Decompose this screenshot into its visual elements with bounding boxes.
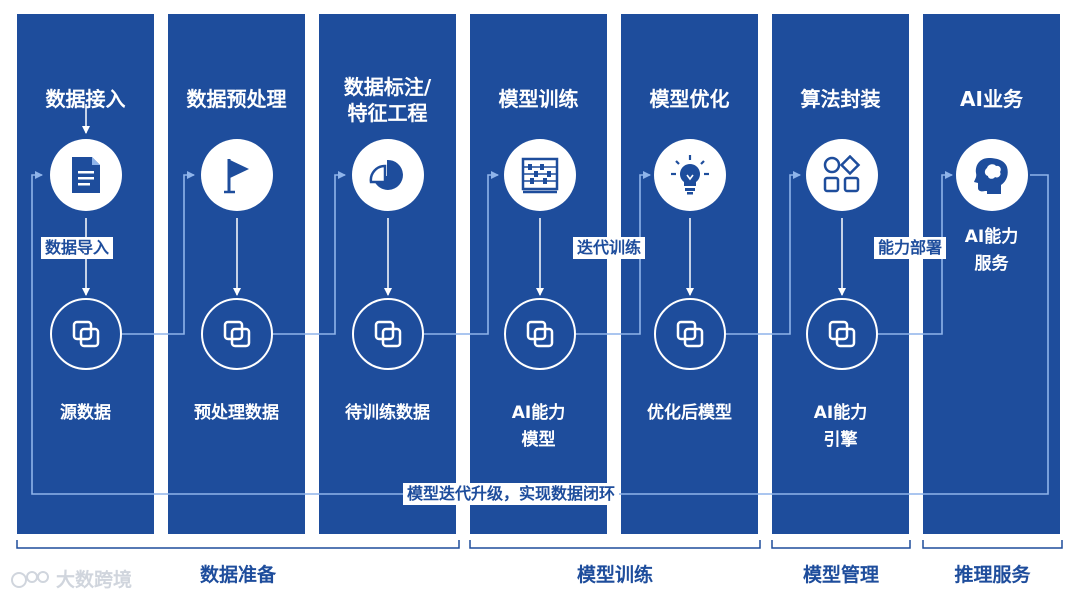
column-title: 算法封装 [800,87,881,111]
column-ai-business: AI业务 [923,14,1060,534]
phase-bracket [771,540,911,549]
pie-chart-icon [352,139,424,211]
column-title: AI业务 [960,87,1023,111]
column-algorithm-packaging: 算法封装 [772,14,909,534]
flag-icon [201,139,273,211]
callout-iterative-training: 迭代训练 [573,237,646,259]
layers-icon [654,298,726,370]
output-label-ai-model: AI能力 模型 [511,403,566,450]
phase-inference-service: 推理服务 [954,564,1031,586]
flow-connector [122,171,195,335]
output-label-optimized-model: 优化后模型 [647,403,732,423]
watermark: 大数跨境 [10,565,132,592]
callout-capability-deploy: 能力部署 [874,237,947,259]
layers-icon [504,298,576,370]
output-label-preprocessed-data: 预处理数据 [194,403,279,423]
flow-connector [726,171,801,335]
apps-grid-icon [806,139,878,211]
phase-model-management: 模型管理 [802,564,879,586]
flow-connector [424,171,499,335]
lightbulb-icon [654,139,726,211]
phase-model-training: 模型训练 [576,564,653,586]
output-label-training-data: 待训练数据 [345,403,430,423]
phase-bracket [469,540,761,549]
layers-icon [50,298,122,370]
document-icon [50,139,122,211]
phase-data-preparation: 数据准备 [199,564,276,586]
callout-data-import: 数据导入 [41,237,114,259]
output-label-ai-service: AI能力 服务 [964,227,1019,274]
column-data-preprocessing: 数据预处理 [168,14,305,534]
column-title: 模型训练 [498,87,579,111]
column-title: 模型优化 [649,87,730,111]
callout-closed-loop: 模型迭代升级，实现数据闭环 [403,483,620,505]
output-label-ai-engine: AI能力 引擎 [813,403,868,450]
output-label-source-data: 源数据 [60,403,111,423]
layers-icon [201,298,273,370]
abacus-icon [504,139,576,211]
layers-icon [352,298,424,370]
phase-bracket [16,540,460,549]
column-title: 数据标注/ 特征工程 [343,75,432,125]
layers-icon [806,298,878,370]
watermark-logo-icon [11,570,49,588]
phase-bracket [922,540,1063,549]
watermark-text: 大数跨境 [56,569,133,591]
head-brain-icon [956,139,1028,211]
column-title: 数据预处理 [186,87,287,111]
column-model-training: 模型训练 [470,14,607,534]
flow-connector [273,171,346,335]
